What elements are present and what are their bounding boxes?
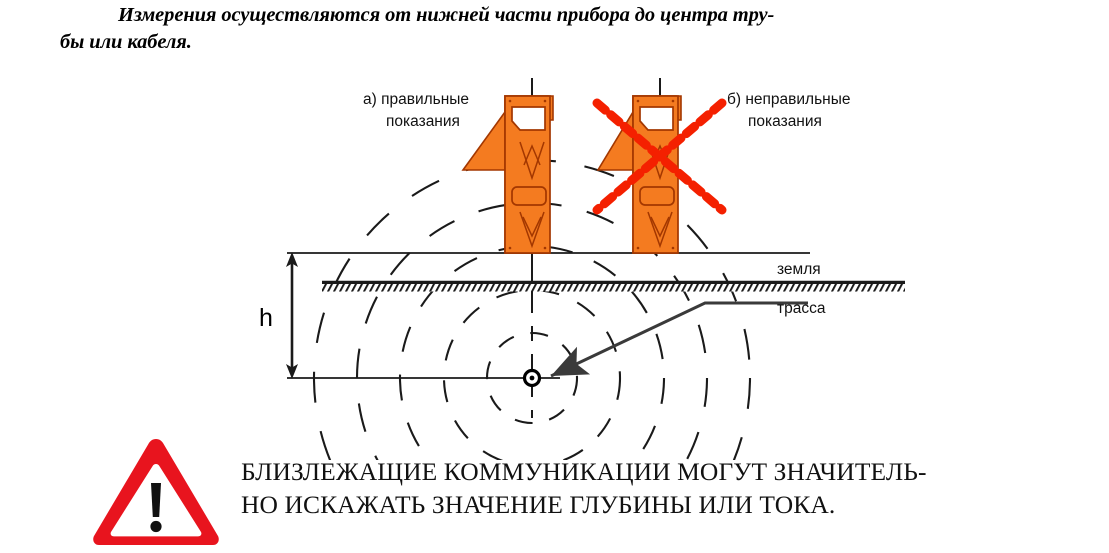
label-incorrect-line-2: показания: [748, 113, 822, 130]
label-route: трасса: [777, 300, 826, 317]
depth-dimension: h: [259, 252, 298, 379]
red-cross-icon: [592, 98, 727, 215]
label-ground: земля: [777, 261, 821, 278]
warning-triangle-icon: [93, 439, 219, 545]
depth-label: h: [259, 304, 273, 332]
cable-center-icon: [522, 368, 542, 388]
locator-device-correct[interactable]: [461, 95, 554, 254]
route-leader: [550, 301, 808, 378]
top-instruction-text: Измерения осуществляются от нижней части…: [60, 2, 1070, 56]
warning-caption-line-2: НО ИСКАЖАТЬ ЗНАЧЕНИЕ ГЛУБИНЫ ИЛИ ТОКА.: [241, 490, 836, 519]
label-correct-line-1: а) правильные: [363, 91, 469, 108]
field-arc: [356, 202, 708, 460]
ground-surface: [322, 280, 905, 292]
field-arc: [442, 288, 622, 460]
top-instruction-line-2: бы или кабеля.: [60, 31, 192, 53]
label-incorrect-line-1: б) неправильные: [727, 91, 851, 108]
top-instruction-line-1: Измерения осуществляются от нижней части…: [118, 4, 775, 26]
label-correct-line-2: показания: [386, 113, 460, 130]
warning-caption: БЛИЗЛЕЖАЩИЕ КОММУНИКАЦИИ МОГУТ ЗНАЧИТЕЛЬ…: [241, 455, 1001, 521]
measurement-diagram: h: [259, 78, 905, 460]
warning-caption-line-1: БЛИЗЛЕЖАЩИЕ КОММУНИКАЦИИ МОГУТ ЗНАЧИТЕЛЬ…: [241, 457, 927, 486]
